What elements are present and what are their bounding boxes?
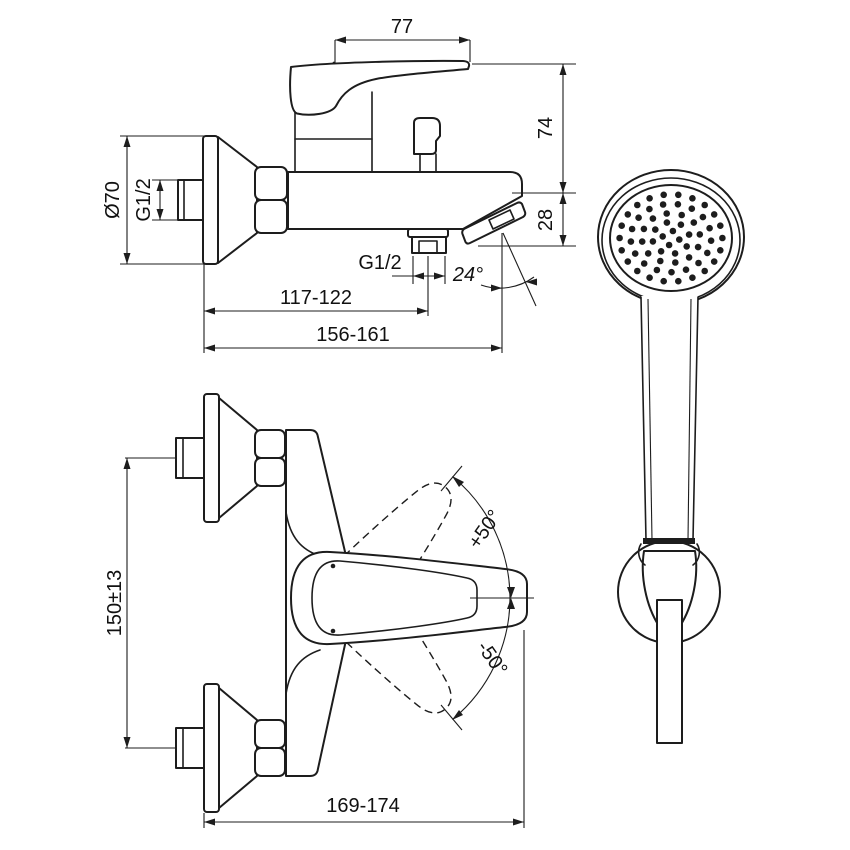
- aerator: [488, 209, 515, 230]
- dim-28-label: 28: [535, 209, 557, 231]
- dim-77-label: 77: [391, 16, 413, 38]
- dim-74-label: 74: [535, 117, 557, 139]
- dim-169-174-label: 169-174: [326, 795, 399, 817]
- handle-plan-inner: [311, 560, 478, 636]
- handle-position-up-dashed: [307, 482, 452, 643]
- hand-shower: [597, 169, 745, 744]
- dim-dia70-label: Ø70: [102, 181, 124, 219]
- dim-minus50-label: -50°: [472, 637, 511, 680]
- dim-150-label: 150±13: [104, 570, 126, 637]
- dimension-annotations: 77 Ø70 G1/2 74 28 G1/2: [102, 16, 576, 828]
- dim-24deg-label: 24°: [452, 264, 483, 286]
- escutcheon-cone-side: [217, 136, 258, 264]
- shower-hose: [656, 599, 683, 744]
- upper-inlet: [175, 393, 286, 523]
- faucet-side-view: [177, 59, 527, 265]
- handle-end-band: [643, 538, 695, 544]
- lower-inlet: [175, 683, 286, 813]
- diverter-knob: [413, 117, 441, 155]
- handle-plan-outline: [290, 550, 528, 646]
- faucet-front-view: [175, 393, 528, 813]
- dim-plus50-label: +50°: [464, 506, 506, 553]
- dim-g12-inlet-label: G1/2: [133, 178, 155, 221]
- union-nut-side: [254, 166, 288, 234]
- cartridge-neck: [294, 91, 373, 173]
- spout-nose-plate: [461, 201, 527, 245]
- shower-nozzle-dots: [616, 191, 726, 285]
- shower-handle-tube: [640, 296, 699, 541]
- shower-head-face: [609, 184, 733, 292]
- dim-117-122-label: 117-122: [280, 287, 352, 309]
- hose-outlet: [407, 228, 449, 254]
- lever-side: [289, 59, 471, 116]
- escutcheon-flange-side: [202, 135, 219, 265]
- inlet-thread-side: [177, 179, 205, 221]
- spout-body: [287, 171, 523, 230]
- dim-156-161-label: 156-161: [316, 324, 389, 346]
- handle-position-down-dashed: [307, 553, 452, 714]
- dim-g12-outlet-label: G1/2: [358, 252, 401, 274]
